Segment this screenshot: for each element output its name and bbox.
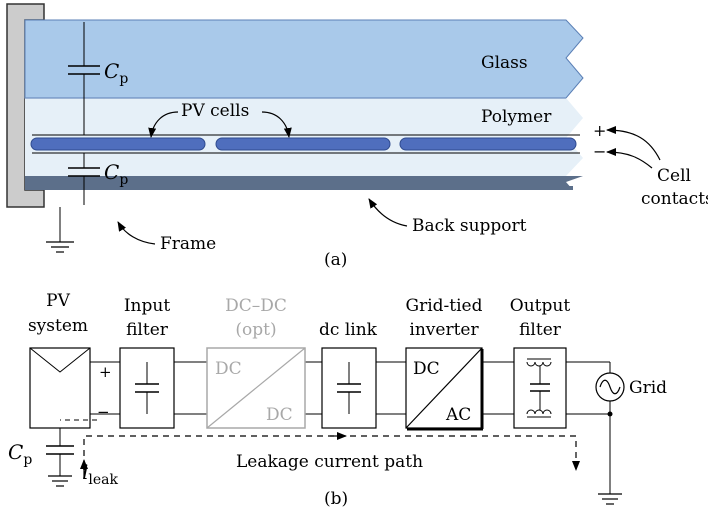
leakage-path-label: Leakage current path: [236, 452, 423, 472]
dc-link-block: [321, 347, 377, 429]
back-support-label: Back support: [412, 216, 527, 236]
pv-cells-label: PV cells: [181, 101, 249, 121]
input-filter-label-2: filter: [126, 320, 169, 340]
inductor-top: [526, 361, 552, 367]
pv-cells-arrow-left: [148, 111, 179, 138]
pv-label-2: system: [28, 316, 88, 336]
pv-cells-arrow-right: [261, 111, 292, 138]
ground-icon: [598, 493, 622, 505]
output-filter-block: [513, 347, 567, 429]
frame-arrow: [117, 221, 156, 245]
dc-link-label: dc link: [319, 320, 378, 340]
cp-label: Cp: [8, 440, 32, 468]
panel-b: PV system Input filter DC–DC (opt) dc li…: [8, 291, 667, 509]
minus-sign: −: [593, 142, 606, 161]
pv-cell: [30, 137, 206, 151]
pv-module: [29, 347, 91, 429]
pv-label-1: PV: [46, 291, 70, 311]
inverter-label-2: inverter: [409, 320, 479, 340]
inverter-input-label: DC: [413, 359, 440, 379]
terminal-minus: −: [97, 403, 110, 421]
output-filter-label-1: Output: [510, 296, 571, 316]
polymer-layer: [25, 98, 583, 176]
ground-icon: [46, 241, 74, 253]
caption-b: (b): [324, 489, 348, 509]
cap-label-lower: Cp: [104, 160, 128, 188]
input-filter-label-1: Input: [124, 296, 170, 316]
ground-icon: [48, 475, 72, 487]
dcdc-output-label: DC: [266, 405, 293, 425]
pv-cell: [399, 137, 577, 151]
i-leak-label: ileak: [82, 460, 119, 488]
terminal-plus: +: [99, 363, 112, 381]
contact-arrow-minus: [606, 148, 653, 169]
glass-label: Glass: [481, 53, 528, 73]
back-support-arrow: [368, 198, 408, 227]
dcdc-label-2: (opt): [235, 320, 276, 340]
pv-cell: [215, 137, 391, 151]
cap-label-upper: Cp: [104, 59, 128, 87]
cell-contacts-label-2: contacts: [641, 189, 708, 209]
dcdc-input-label: DC: [215, 359, 242, 379]
inverter-output-label: AC: [445, 405, 471, 425]
plus-sign: +: [593, 121, 606, 140]
inductor-bottom: [526, 409, 552, 415]
panel-a: Cp Cp Glass Polymer PV cells + − Cell co…: [6, 3, 708, 270]
frame-label: Frame: [160, 234, 216, 254]
grid-label: Grid: [629, 378, 667, 398]
dcdc-label-1: DC–DC: [225, 296, 287, 316]
input-filter-block: [119, 347, 175, 429]
output-filter-label-2: filter: [519, 320, 562, 340]
inverter-label-1: Grid-tied: [406, 296, 483, 316]
cell-contacts-label-1: Cell: [657, 166, 691, 186]
contact-arrow-plus: [606, 126, 661, 161]
caption-a: (a): [324, 250, 347, 270]
polymer-label: Polymer: [481, 107, 552, 127]
